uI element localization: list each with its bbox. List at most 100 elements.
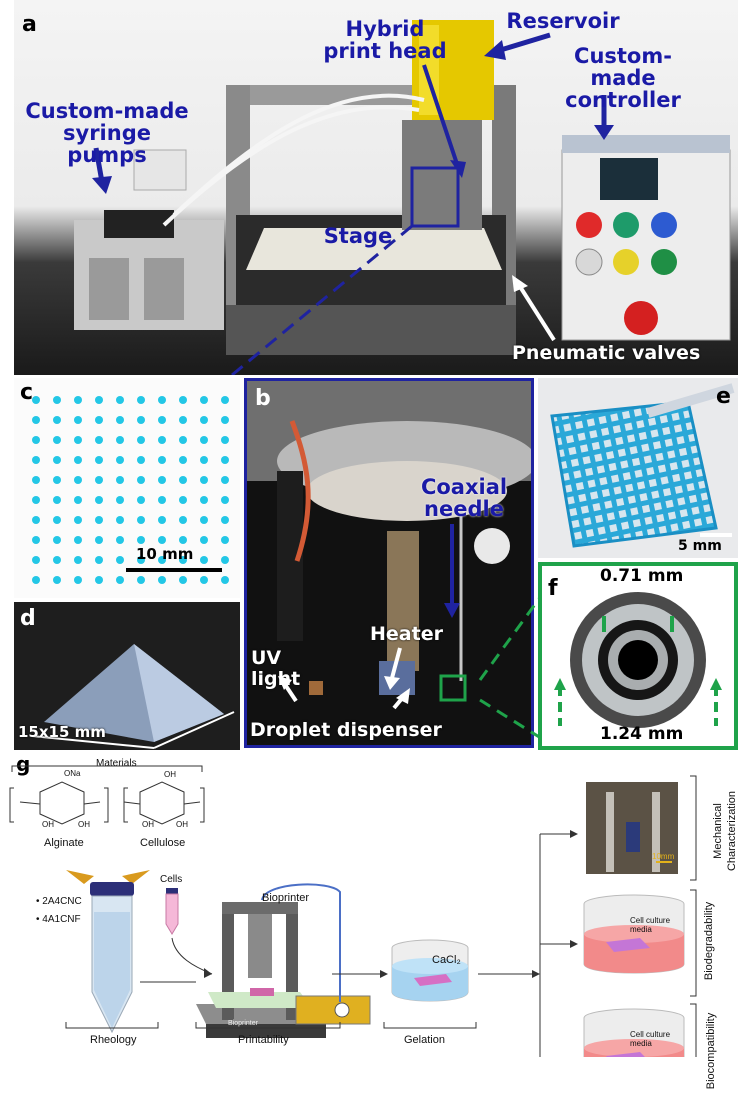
size-label-d: 15x15 mm [18, 723, 106, 741]
printed-dot [200, 516, 208, 524]
chem-oh-a2: OH [78, 820, 90, 829]
panel-d [14, 602, 240, 750]
printed-dot [200, 456, 208, 464]
panel-f [538, 562, 738, 750]
bullet-4a1cnf-text: 4A1CNF [42, 914, 81, 925]
printed-dot [74, 536, 82, 544]
printed-dot [74, 456, 82, 464]
printed-dot [137, 456, 145, 464]
scale-label-c: 10 mm [136, 545, 194, 563]
printed-dot [137, 496, 145, 504]
printed-dot [137, 516, 145, 524]
label-hybrid-print-head: Hybrid print head [320, 18, 450, 62]
printed-dot [158, 416, 166, 424]
label-controller-line1: Custom-made [574, 44, 672, 90]
bullet-2a4cnc: • 2A4CNC [36, 896, 82, 907]
printed-dot [221, 496, 229, 504]
printed-dot [32, 396, 40, 404]
printhead-highlight-box [410, 166, 460, 228]
label-pneumatic-valves: Pneumatic valves [512, 342, 701, 364]
printed-dot [158, 556, 166, 564]
printed-dot [32, 496, 40, 504]
printed-dot [95, 396, 103, 404]
printed-dot [116, 516, 124, 524]
printed-dot [200, 396, 208, 404]
printed-dot [137, 416, 145, 424]
printed-dot [200, 536, 208, 544]
panel-label-g: g [16, 752, 31, 776]
label-uv-line1: UV [251, 647, 282, 669]
printed-dot [221, 396, 229, 404]
printed-dot [53, 576, 61, 584]
label-coaxial-needle: Coaxial needle [396, 476, 532, 520]
mesh-scaffold-illustration [550, 383, 735, 548]
printed-dot [179, 476, 187, 484]
printed-dot [74, 496, 82, 504]
printed-dot [137, 436, 145, 444]
printed-dot [32, 416, 40, 424]
bullet-2a4cnc-text: 2A4CNC [42, 896, 82, 907]
printed-dot [116, 456, 124, 464]
dim-outer-f: 1.24 mm [600, 724, 684, 744]
printed-dot [221, 456, 229, 464]
printed-dot [200, 556, 208, 564]
printed-dot [95, 576, 103, 584]
label-gelation: Gelation [404, 1034, 445, 1046]
printed-dot [221, 576, 229, 584]
printed-dot [95, 456, 103, 464]
printed-dot [137, 476, 145, 484]
printed-dot [116, 396, 124, 404]
printed-dot [53, 476, 61, 484]
printed-dot [200, 496, 208, 504]
printed-dot [53, 416, 61, 424]
printed-dot [179, 516, 187, 524]
cell-media-2-line1: Cell culture [630, 1030, 671, 1039]
label-biocompatibility: Biocompatibility [705, 1012, 717, 1090]
printed-dot [137, 576, 145, 584]
printed-dot [158, 476, 166, 484]
printed-dot [95, 556, 103, 564]
printed-dot [158, 456, 166, 464]
label-droplet-dispenser: Droplet dispenser [250, 719, 442, 741]
printed-dot [179, 456, 187, 464]
panel-c [14, 378, 240, 598]
printed-dot [32, 576, 40, 584]
printed-dot [137, 396, 145, 404]
chem-ona: ONa [64, 769, 81, 778]
printed-dot [32, 536, 40, 544]
chem-oh-c3: OH [176, 820, 188, 829]
label-cells: Cells [160, 874, 183, 885]
printed-dot [221, 416, 229, 424]
printed-dot [32, 476, 40, 484]
printed-dot [95, 496, 103, 504]
printed-dot [116, 556, 124, 564]
printed-dot [32, 456, 40, 464]
printhead-closeup-illustration [247, 381, 531, 695]
zoom-lines-f [478, 569, 562, 752]
printed-dot [158, 496, 166, 504]
panel-e [538, 378, 738, 558]
panel-b-arrows [278, 524, 467, 710]
printed-dot [116, 576, 124, 584]
gel-pyramid-illustration [31, 644, 235, 749]
printer-brand: Bioprinter [228, 1020, 258, 1027]
printed-dot [158, 516, 166, 524]
label-heater: Heater [370, 623, 443, 645]
printed-dot [53, 516, 61, 524]
printed-dot [95, 516, 103, 524]
label-controller: Custom-made controller [548, 45, 698, 111]
printed-dot [53, 436, 61, 444]
arrow-valves [517, 283, 556, 342]
printed-dot [116, 496, 124, 504]
panel-label-e: e [716, 384, 731, 409]
label-coaxial-line1: Coaxial [420, 475, 508, 499]
label-reservoir: Reservoir [506, 9, 620, 33]
printed-dot [200, 436, 208, 444]
printed-dot [137, 556, 145, 564]
printed-dot [53, 556, 61, 564]
label-bioprinter: Bioprinter [262, 892, 310, 904]
printed-dot [74, 516, 82, 524]
panel-label-f: f [548, 576, 558, 601]
arrow-print-head [422, 64, 461, 171]
chem-oh-c2: OH [142, 820, 154, 829]
